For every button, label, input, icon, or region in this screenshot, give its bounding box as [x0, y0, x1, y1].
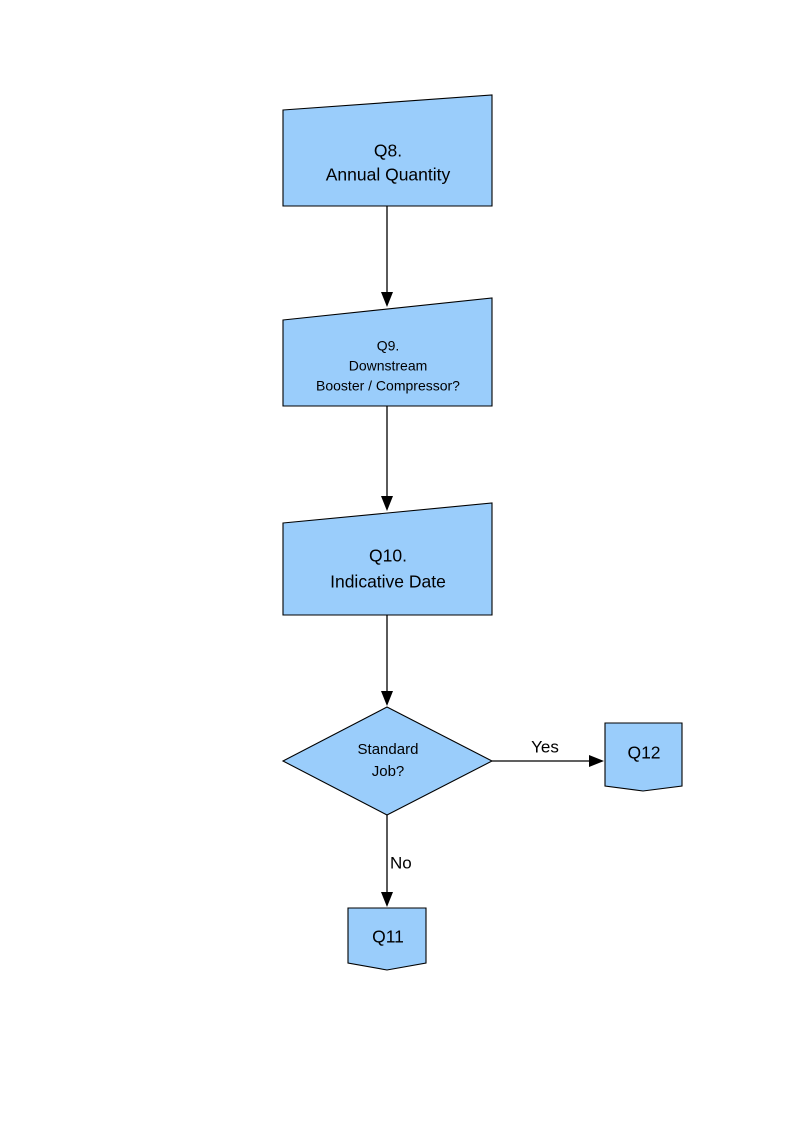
node-q9-shape[interactable] — [282, 297, 493, 407]
node-q9-line1: Q9. — [377, 338, 400, 354]
arrow-head-icon — [381, 691, 393, 706]
node-q12-shape[interactable] — [604, 722, 683, 792]
node-q12[interactable]: Q12 — [604, 722, 683, 792]
edge-q9-to-q10 — [381, 406, 393, 511]
node-q10-shape[interactable] — [282, 502, 493, 616]
node-q11[interactable]: Q11 — [347, 907, 427, 971]
edge-decision-to-q12: Yes — [492, 737, 604, 767]
edge-label-no: No — [390, 853, 412, 872]
node-decision-standard-job[interactable]: Standard Job? — [281, 706, 494, 816]
node-q10-line2: Indicative Date — [330, 572, 446, 592]
node-decision-line1: Standard — [358, 741, 419, 758]
node-q10[interactable]: Q10. Indicative Date — [282, 502, 493, 616]
arrow-head-icon — [381, 496, 393, 511]
arrow-head-icon — [381, 292, 393, 307]
node-q8-line1: Q8. — [374, 141, 402, 161]
edge-decision-to-q11: No — [381, 815, 412, 907]
node-decision-shape[interactable] — [281, 706, 494, 816]
arrow-head-icon — [589, 755, 604, 767]
arrow-head-icon — [381, 892, 393, 907]
node-q10-line1: Q10. — [369, 546, 407, 566]
node-q8[interactable]: Q8. Annual Quantity — [282, 94, 493, 207]
edge-q8-to-q9 — [381, 206, 393, 307]
node-decision-line2: Job? — [372, 763, 405, 780]
edge-q10-to-decision — [381, 615, 393, 706]
node-q9-line2: Downstream — [349, 358, 428, 374]
node-q8-line2: Annual Quantity — [326, 165, 451, 185]
node-q8-shape[interactable] — [282, 94, 493, 207]
node-q9[interactable]: Q9. Downstream Booster / Compressor? — [282, 297, 493, 407]
node-q11-shape[interactable] — [347, 907, 427, 971]
node-q11-label: Q11 — [372, 927, 404, 947]
edge-label-yes: Yes — [531, 737, 559, 756]
node-q12-label: Q12 — [627, 743, 660, 763]
node-q9-line3: Booster / Compressor? — [316, 378, 460, 394]
